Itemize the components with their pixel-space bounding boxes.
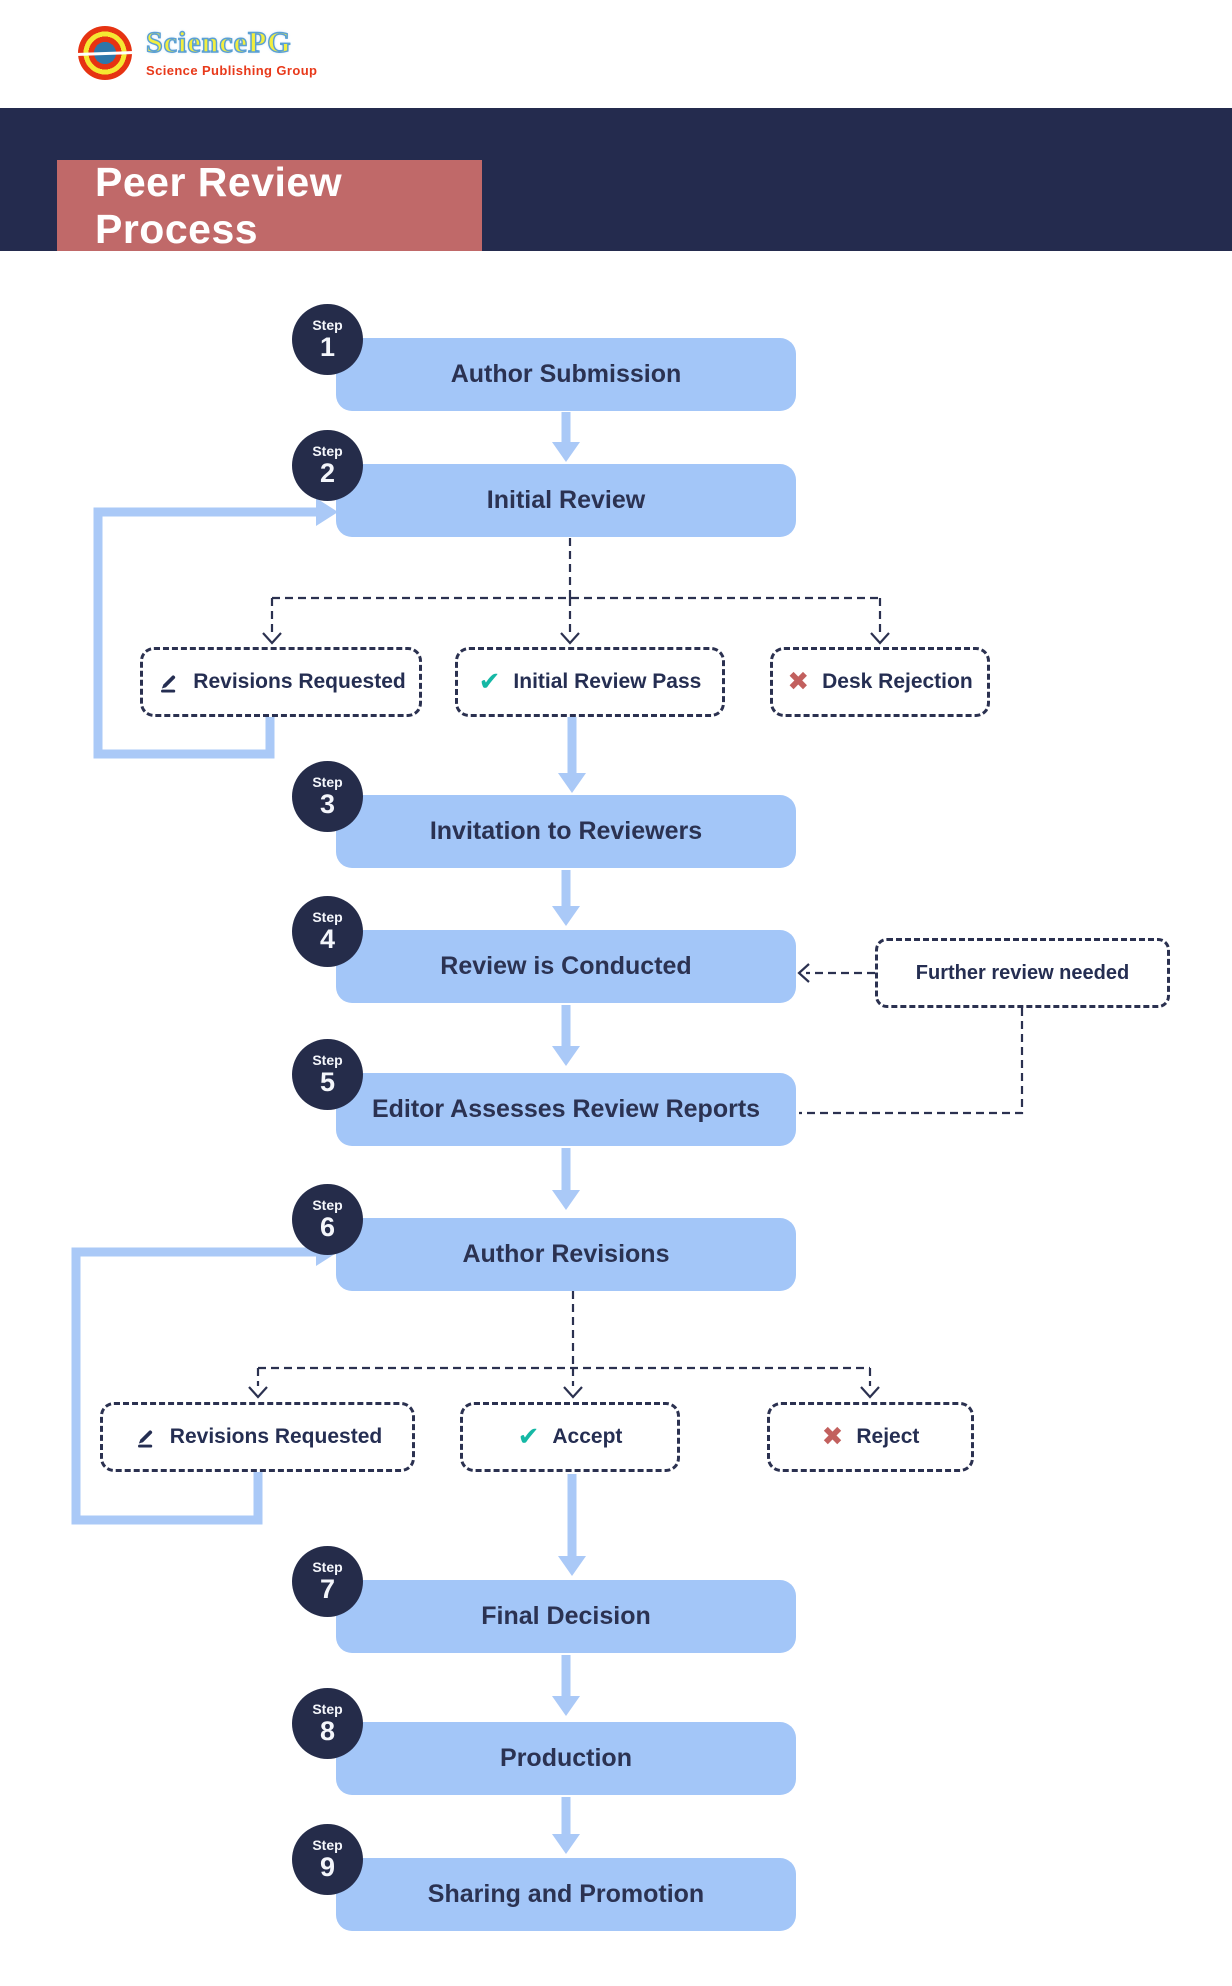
branch-label: Revisions Requested bbox=[169, 1425, 383, 1448]
step-8-badge: Step 8 bbox=[292, 1688, 363, 1759]
branch-revisions-requested-1: Revisions Requested bbox=[140, 647, 422, 717]
step-1-label: Author Submission bbox=[450, 360, 682, 388]
step-word: Step bbox=[312, 1197, 343, 1213]
sciencepg-logo: SciencePG Science Publishing Group bbox=[75, 26, 318, 80]
step-word: Step bbox=[312, 774, 343, 790]
step-word: Step bbox=[312, 1559, 343, 1575]
step-number: 8 bbox=[319, 1716, 336, 1746]
step-word: Step bbox=[312, 1837, 343, 1853]
logo-tagline: Science Publishing Group bbox=[146, 63, 318, 78]
arrowhead-loop-initial-review bbox=[316, 498, 338, 526]
branch-accept: ✔ Accept bbox=[460, 1402, 680, 1472]
step-1-node: Author Submission bbox=[336, 338, 796, 411]
step-6-node: Author Revisions bbox=[336, 1218, 796, 1291]
arrowhead-step8 bbox=[552, 1696, 580, 1716]
check-icon: ✔ bbox=[517, 1422, 540, 1452]
step-5-node: Editor Assesses Review Reports bbox=[336, 1073, 796, 1146]
callout-further-review-needed: Further review needed bbox=[875, 938, 1170, 1008]
step-6-badge: Step 6 bbox=[292, 1184, 363, 1255]
dashed-arrowheads bbox=[248, 632, 890, 1399]
branch-label: Initial Review Pass bbox=[513, 670, 702, 693]
step-9-label: Sharing and Promotion bbox=[427, 1880, 705, 1908]
step-word: Step bbox=[312, 1052, 343, 1068]
title-band: Peer Review Process bbox=[0, 108, 1232, 252]
arrowhead-step9 bbox=[552, 1834, 580, 1854]
flow-arrows bbox=[71, 412, 577, 1836]
step-9-badge: Step 9 bbox=[292, 1824, 363, 1895]
chevron-initial-review-pass bbox=[560, 632, 580, 645]
pencil-icon bbox=[156, 670, 180, 694]
decision-tree-lines bbox=[256, 538, 1024, 1386]
check-icon: ✔ bbox=[478, 667, 501, 697]
logo-brand: SciencePG bbox=[145, 26, 292, 59]
logo-text: SciencePG Science Publishing Group bbox=[145, 26, 318, 78]
arrowhead-step6 bbox=[552, 1190, 580, 1210]
branch-reject: ✖ Reject bbox=[767, 1402, 974, 1472]
callout-label: Further review needed bbox=[915, 961, 1130, 984]
page-title-box: Peer Review Process bbox=[57, 158, 482, 252]
cross-icon: ✖ bbox=[787, 667, 810, 697]
branch-initial-review-pass: ✔ Initial Review Pass bbox=[455, 647, 725, 717]
chevron-further-review bbox=[797, 963, 810, 983]
step-number: 4 bbox=[319, 924, 336, 954]
step-4-label: Review is Conducted bbox=[440, 952, 692, 980]
branch-label: Accept bbox=[552, 1425, 623, 1448]
step-5-label: Editor Assesses Review Reports bbox=[371, 1095, 761, 1123]
step-7-badge: Step 7 bbox=[292, 1546, 363, 1617]
step-number: 7 bbox=[319, 1574, 336, 1604]
step-2-badge: Step 2 bbox=[292, 430, 363, 501]
step-word: Step bbox=[312, 443, 343, 459]
chevron-reject bbox=[860, 1386, 880, 1399]
step-number: 5 bbox=[319, 1067, 336, 1097]
pencil-icon bbox=[133, 1425, 157, 1449]
step-number: 6 bbox=[319, 1212, 336, 1242]
callout-return-line bbox=[799, 1008, 1024, 1115]
logo-bar: SciencePG Science Publishing Group bbox=[0, 0, 1232, 108]
step-word: Step bbox=[312, 317, 343, 333]
step-4-badge: Step 4 bbox=[292, 896, 363, 967]
page-title: Peer Review Process bbox=[95, 158, 343, 252]
step-word: Step bbox=[312, 1701, 343, 1717]
loop-revisions-to-author-revisions bbox=[71, 1247, 316, 1525]
step-word: Step bbox=[312, 909, 343, 925]
step-6-label: Author Revisions bbox=[462, 1240, 670, 1268]
step-7-node: Final Decision bbox=[336, 1580, 796, 1653]
step-number: 3 bbox=[319, 789, 336, 819]
step-1-badge: Step 1 bbox=[292, 304, 363, 375]
chevron-revisions-requested-2 bbox=[248, 1386, 268, 1399]
arrowhead-step3 bbox=[558, 773, 586, 793]
arrowhead-step5 bbox=[552, 1046, 580, 1066]
step-8-label: Production bbox=[500, 1744, 632, 1772]
step-number: 9 bbox=[319, 1852, 336, 1882]
step-3-node: Invitation to Reviewers bbox=[336, 795, 796, 868]
step-5-badge: Step 5 bbox=[292, 1039, 363, 1110]
branch-revisions-requested-2: Revisions Requested bbox=[100, 1402, 415, 1472]
chevron-revisions-requested-1 bbox=[262, 632, 282, 645]
step-8-node: Production bbox=[336, 1722, 796, 1795]
branch-label: Desk Rejection bbox=[822, 670, 973, 693]
step-9-node: Sharing and Promotion bbox=[336, 1858, 796, 1931]
step-4-node: Review is Conducted bbox=[336, 930, 796, 1003]
step-7-label: Final Decision bbox=[481, 1602, 651, 1630]
step-2-node: Initial Review bbox=[336, 464, 796, 537]
step-3-label: Invitation to Reviewers bbox=[429, 817, 703, 845]
branch-label: Revisions Requested bbox=[193, 670, 406, 693]
chevron-desk-rejection bbox=[870, 632, 890, 645]
arrowhead-step7 bbox=[558, 1556, 586, 1576]
step-2-label: Initial Review bbox=[486, 486, 646, 514]
cross-icon: ✖ bbox=[821, 1422, 844, 1452]
step-number: 2 bbox=[319, 458, 336, 488]
arrowhead-step4 bbox=[552, 906, 580, 926]
loop-revisions-to-initial-review bbox=[93, 507, 316, 759]
branch-label: Reject bbox=[856, 1425, 920, 1448]
step-number: 1 bbox=[319, 332, 336, 362]
arrowhead-step2 bbox=[552, 442, 580, 462]
sciencepg-logo-icon bbox=[75, 26, 135, 80]
chevron-accept bbox=[563, 1386, 583, 1399]
branch-desk-rejection: ✖ Desk Rejection bbox=[770, 647, 990, 717]
flow-arrowheads bbox=[316, 442, 586, 1854]
step-3-badge: Step 3 bbox=[292, 761, 363, 832]
